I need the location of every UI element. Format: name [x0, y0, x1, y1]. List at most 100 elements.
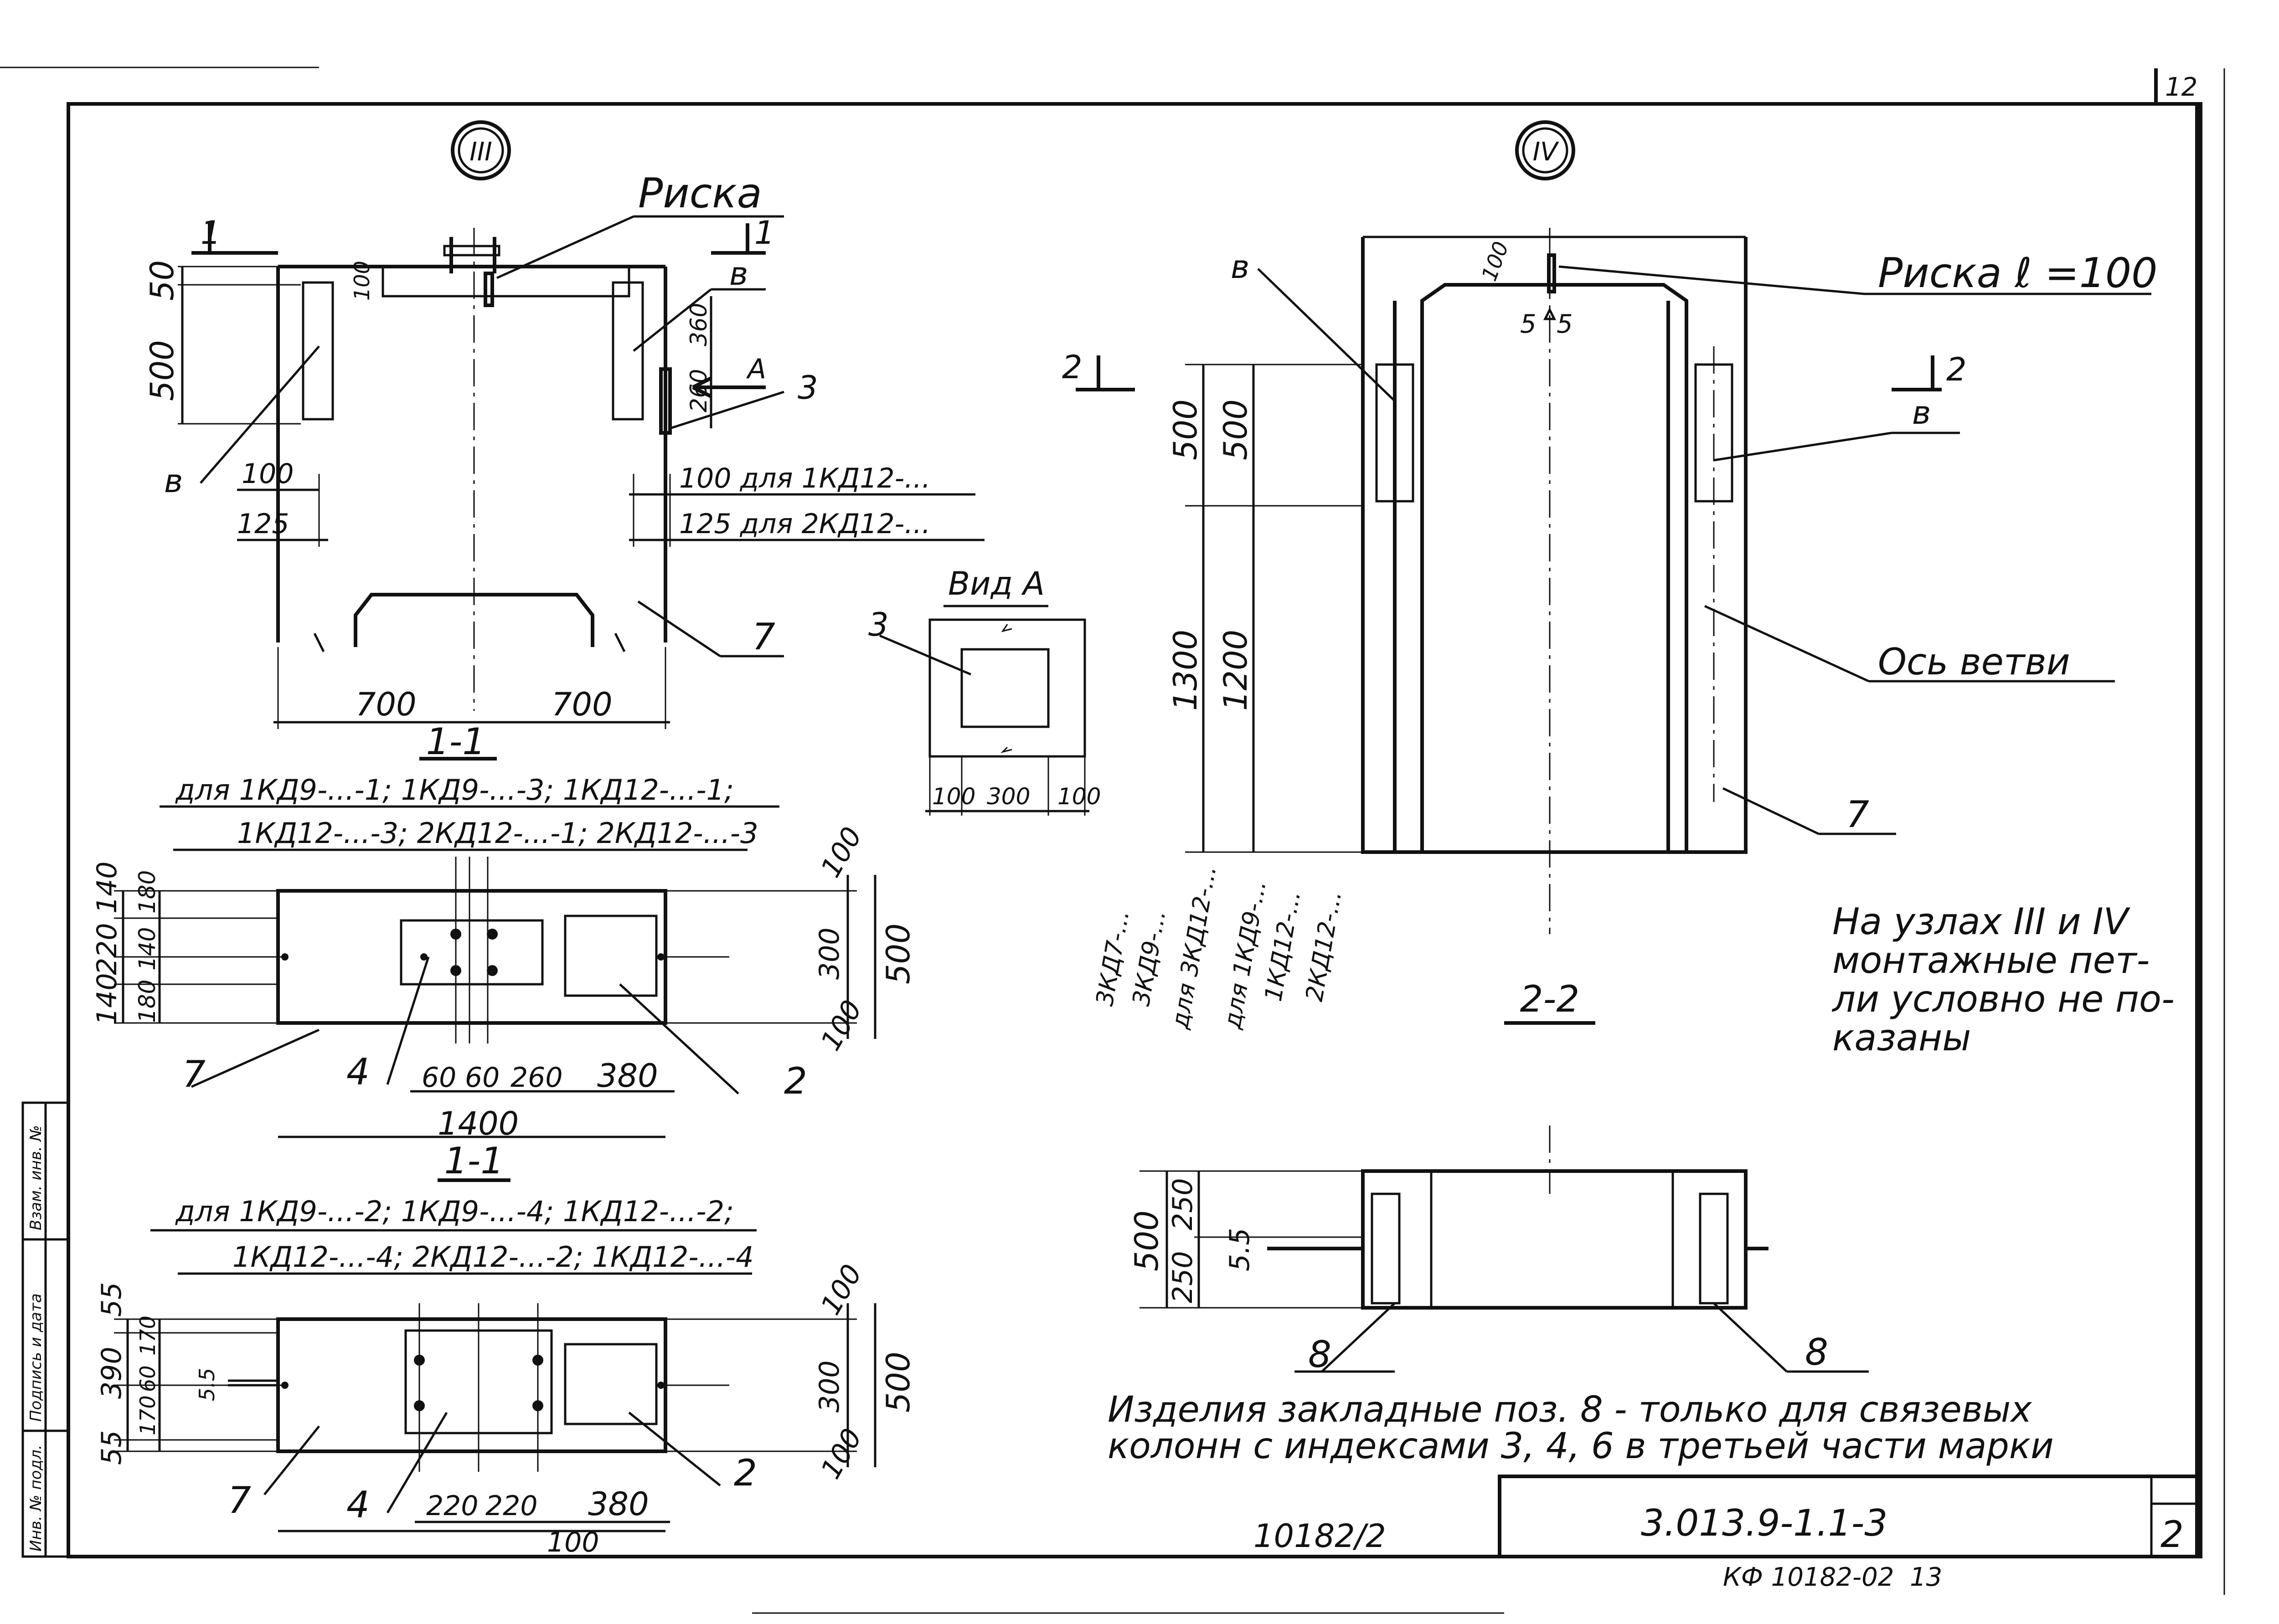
- s1b-dim-55-bot: 55: [96, 1430, 128, 1465]
- s1b-dim-380: 380: [588, 1485, 649, 1523]
- dim-500-a: 500: [1167, 399, 1204, 460]
- section-1a-caption-2: 1КД12-...-3; 2КД12-...-1; 2КД12-...-3: [237, 817, 758, 850]
- dim-700-left: 700: [356, 686, 417, 723]
- view-a-pos-3: 3: [868, 606, 889, 643]
- s1b-dim-390: 390: [96, 1346, 128, 1399]
- s1b-dim-220-b: 220: [485, 1490, 538, 1522]
- s1a-dim-300: 300: [814, 927, 846, 980]
- dim-1200: 1200: [1217, 630, 1254, 711]
- s1a-dim-220: 220: [91, 923, 123, 975]
- note-loops-1: На узлах III и IV: [1832, 900, 2131, 943]
- notes: На узлах III и IV монтажные пет- ли усло…: [1108, 900, 2175, 1467]
- kf-number: КФ 10182-02: [1723, 1562, 1894, 1592]
- s2-dim-250-bot: 250: [1167, 1251, 1199, 1303]
- axis-label: Ось ветви: [1878, 641, 2070, 683]
- riska-l-label: Риска ℓ =100: [1878, 249, 2157, 297]
- dim-5-right: 5: [1557, 309, 1573, 339]
- section-1b-caption-1: для 1КД9-...-2; 1КД9-...-4; 1КД12-...-2;: [175, 1195, 734, 1228]
- type-a-3: для 3КД12-...: [1166, 863, 1222, 1031]
- doc-code: 3.013.9-1.1-3: [1641, 1502, 1887, 1544]
- riska-label: Риска: [638, 170, 762, 217]
- type-a-2: 3КД9-...: [1128, 908, 1171, 1008]
- b-label-rv-left: в: [1231, 248, 1249, 286]
- note-items-1: Изделия закладные поз. 8 - только для св…: [1108, 1389, 2032, 1430]
- dim-500-b: 500: [1217, 399, 1254, 460]
- section-mark-2-left: 2: [1062, 349, 1083, 386]
- s1b-pos-7: 7: [228, 1479, 251, 1521]
- view-a-dim-100-l: 100: [932, 783, 975, 810]
- s1a-dim-140-bot: 140: [91, 973, 123, 1025]
- type-b-3: 2КД12-...: [1301, 889, 1347, 1003]
- dim-100-note: 100 для 1КД12-...: [679, 463, 930, 494]
- section-mark-1-right: 1: [754, 214, 775, 252]
- node-iv-label: IV: [1533, 137, 1560, 167]
- note-loops-2: монтажные пет-: [1832, 939, 2150, 982]
- b-label-left: в: [164, 463, 183, 500]
- s1b-pos-2: 2: [734, 1452, 757, 1494]
- section-2-title: 2-2: [1520, 978, 1580, 1020]
- s2-pos-8-right: 8: [1805, 1331, 1828, 1373]
- sheet-number: 2: [2160, 1513, 2184, 1556]
- b-label-rv-right: в: [1912, 394, 1931, 432]
- node-iii-view: III Риска 1 1 в в 50: [144, 120, 985, 729]
- dim-5-left: 5: [1520, 309, 1537, 339]
- s1a-dim-260: 260: [510, 1062, 563, 1094]
- s1a-pos-7: 7: [182, 1053, 206, 1095]
- note-loops-3: ли условно не по-: [1831, 978, 2175, 1020]
- s1b-dim-300: 300: [814, 1360, 846, 1413]
- dim-100-left: 100: [242, 458, 294, 490]
- pos-7-label: 7: [752, 616, 775, 658]
- s1a-pos-4: 4: [346, 1051, 370, 1093]
- dim-50: 50: [144, 260, 181, 301]
- section-1a-caption-1: для 1КД9-...-1; 1КД9-...-3; 1КД12-...-1;: [175, 773, 734, 807]
- section-1b-title: 1-1: [444, 1140, 504, 1182]
- s1b-dim-500: 500: [880, 1352, 917, 1413]
- s2-dim-5-5: 5.5: [1224, 1228, 1256, 1271]
- arrow-a-label: A: [746, 353, 766, 385]
- dim-125-left: 125: [237, 508, 289, 540]
- node-iv-view: IV 100 5 5 Риска ℓ =100 в 2 2 в Ось ветв: [1062, 120, 2157, 1194]
- sheet-frame: [0, 67, 2225, 1614]
- side-field-inv: Инв. № подл.: [27, 1444, 45, 1552]
- s2-dim-500: 500: [1128, 1210, 1165, 1271]
- section-1-1-b: 1-1 для 1КД9-...-2; 1КД9-...-4; 1КД12-..…: [96, 1140, 917, 1558]
- section-mark-1-left: 1: [201, 214, 221, 252]
- corner-number: 12: [2165, 72, 2197, 102]
- s1b-dim-5-5: 5.5: [195, 1368, 219, 1401]
- section-1b-caption-2: 1КД12-...-4; 2КД12-...-2; 1КД12-...-4: [232, 1240, 754, 1274]
- s1a-dim-140-mid: 140: [134, 927, 160, 971]
- section-1-1-a: 1-1 для 1КД9-...-1; 1КД9-...-3; 1КД12-..…: [91, 720, 917, 1142]
- view-a-dim-300: 300: [987, 783, 1030, 810]
- s1a-dim-500: 500: [880, 923, 917, 984]
- s2-dim-250-top: 250: [1167, 1178, 1199, 1230]
- dim-1300: 1300: [1167, 630, 1204, 711]
- side-field-sign: Подпись и дата: [27, 1293, 45, 1422]
- dim-500: 500: [144, 340, 181, 401]
- view-a: Вид А 3 100 300 100: [868, 565, 1101, 816]
- b-label-right: в: [729, 255, 748, 293]
- s2-pos-8-left: 8: [1308, 1333, 1331, 1376]
- node-iii-label: III: [469, 137, 492, 167]
- dim-100-right: 100: [1477, 238, 1514, 284]
- s1a-dim-180-bot: 180: [134, 980, 160, 1023]
- s1a-dim-60-a: 60: [422, 1062, 456, 1094]
- pos-3-label: 3: [798, 369, 818, 406]
- s1b-dim-170-top: 170: [135, 1316, 160, 1356]
- note-items-2: колонн с индексами 3, 4, 6 в третьей час…: [1108, 1426, 2054, 1467]
- note-loops-4: казаны: [1832, 1017, 1971, 1059]
- side-fields: Инв. № подл. Подпись и дата Взам. инв. №: [21, 1101, 70, 1558]
- side-field-replace: Взам. инв. №: [27, 1125, 45, 1230]
- section-2-2: 2-2 500 250 250 5.5 8 8: [1128, 978, 1869, 1376]
- dim-100-top: 100: [350, 261, 374, 301]
- s1a-dim-180-top: 180: [134, 870, 160, 914]
- type-b-1: для 1КД9-...: [1219, 879, 1272, 1031]
- dim-360: 360: [686, 303, 712, 346]
- s1a-dim-60-b: 60: [465, 1062, 500, 1094]
- title-block: 3.013.9-1.1-3 2 10182/2 КФ 10182-02 13 1…: [1253, 72, 2202, 1592]
- archive-number: 10182/2: [1253, 1517, 1386, 1555]
- s1a-dim-140-top: 140: [91, 861, 123, 914]
- s1a-pos-2: 2: [784, 1060, 807, 1102]
- s1b-dim-220-a: 220: [426, 1490, 479, 1522]
- s1b-dim-60: 60: [135, 1365, 160, 1392]
